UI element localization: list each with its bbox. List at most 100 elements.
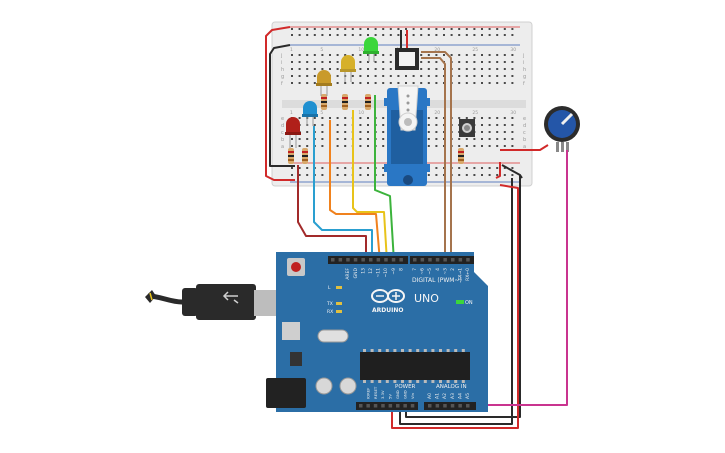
chip-leg [408,380,412,383]
breadboard-hole [511,54,514,56]
breadboard-hole [473,138,476,140]
header-pin [428,404,432,408]
breadboard-hole [367,28,369,30]
breadboard-hole [435,117,438,119]
breadboard-hole [313,75,316,77]
breadboard-hole [511,124,514,126]
breadboard-hole [359,124,362,126]
breadboard-hole [481,82,483,84]
breadboard-hole [496,28,499,30]
breadboard-hole [458,174,461,176]
breadboard-hole [329,54,331,56]
breadboard-hole [511,174,514,176]
digital-pin-label: AREF [345,268,351,280]
breadboard-hole [291,34,293,36]
breadboard-hole [336,34,339,36]
breadboard-hole [465,117,468,119]
chip-leg [401,349,404,352]
breadboard-hole [481,138,483,140]
breadboard-hole [473,34,476,36]
header-pin [361,258,365,262]
breadboard-hole [427,68,430,70]
digital-pin-label: ~10 [383,268,389,278]
header-pin [458,258,463,262]
breadboard-hole [488,138,491,140]
breadboard-hole [458,138,461,140]
breadboard-hole [291,174,293,176]
digital-pin-label: RX←0 [465,268,471,281]
breadboard-hole [329,61,331,63]
row-letter: c [281,130,284,136]
breadboard-hole [481,167,483,169]
breadboard-hole [336,124,339,126]
breadboard-hole [367,131,369,133]
breadboard-hole [511,82,514,84]
digital-pin-label: ~3 [442,268,448,275]
breadboard-hole [298,28,301,30]
breadboard-hole [465,75,468,77]
resistors [288,94,464,164]
row-letter: b [523,137,526,143]
breadboard-hole [382,75,385,77]
breadboard-hole [503,34,506,36]
breadboard-hole [481,117,483,119]
column-number: 10 [358,110,364,116]
breadboard-hole [503,145,506,147]
header-pin [369,258,373,262]
breadboard-hole [306,82,309,84]
breadboard-hole [435,28,438,30]
breadboard-hole [359,28,362,30]
chip-leg [454,349,458,352]
breadboard-hole [344,117,347,119]
header-pin [353,258,358,262]
breadboard-hole [359,61,362,63]
breadboard-hole [511,131,514,133]
breadboard-hole [389,68,392,70]
breadboard-hole [313,34,316,36]
breadboard-hole [367,68,369,70]
breadboard-hole [458,167,461,169]
breadboard-hole [503,124,506,126]
breadboard-hole [359,174,362,176]
breadboard-hole [321,34,324,36]
breadboard-hole [412,82,415,84]
breadboard-hole [458,145,461,147]
chip-leg [423,380,427,383]
breadboard-hole [488,28,491,30]
breadboard-hole [427,82,430,84]
breadboard-hole [367,82,369,84]
breadboard-hole [465,28,468,30]
row-letter: a [281,144,284,150]
breadboard-hole [427,61,430,63]
row-letter: b [281,137,284,143]
breadboard-hole [503,28,506,30]
breadboard-hole [351,82,354,84]
row-letter: g [523,74,526,80]
breadboard-hole [435,145,438,147]
breadboard-hole [427,28,430,30]
header-pin [366,404,370,408]
breadboard-hole [329,68,331,70]
breadboard-hole [291,61,293,63]
chip-leg [393,349,397,352]
breadboard-hole [298,138,301,140]
breadboard-hole [389,75,392,77]
breadboard-hole [488,54,491,56]
breadboard-hole [450,28,453,30]
header-pin [381,404,385,408]
chip-leg [446,380,450,383]
breadboard-hole [389,82,392,84]
breadboard-hole [496,174,499,176]
breadboard-hole [473,117,476,119]
header-pin [410,404,415,408]
breadboard-hole [291,75,293,77]
breadboard-hole [351,75,354,77]
breadboard-hole [359,75,362,77]
breadboard-hole [367,117,369,119]
breadboard-hole [291,54,293,56]
column-number: 25 [472,110,478,116]
breadboard-hole [359,117,362,119]
breadboard-hole [488,117,491,119]
breadboard-hole [465,68,468,70]
breadboard-hole [511,34,514,36]
